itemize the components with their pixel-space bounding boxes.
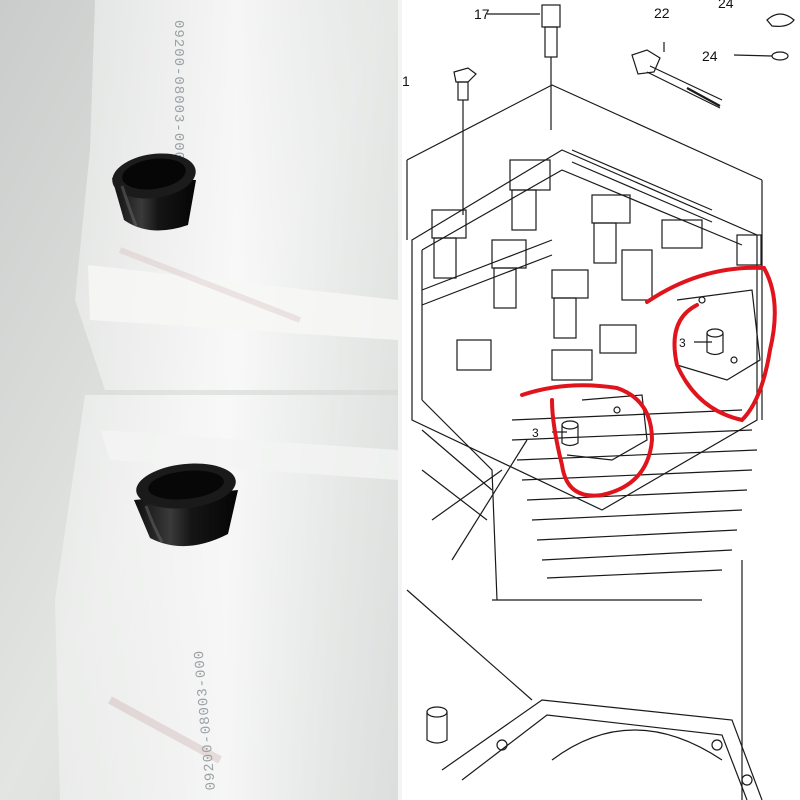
label-part-3-left: 3 [532,426,539,440]
head-bolt [631,49,723,109]
dowel-pin-top [112,153,196,231]
small-bolt [453,67,477,215]
highlight-annotations [520,265,777,498]
bag-top-code: 09200-08003-000 [170,20,186,161]
highlight-circle-left [520,383,655,498]
head-gasket [441,699,763,800]
highlight-circle-right [645,265,777,423]
label-part-3-right: 3 [679,336,686,350]
dowel-pin-location-right [706,328,724,356]
spark-plug [541,4,561,130]
washer [771,51,789,61]
label-part-17: 17 [474,6,490,22]
label-part-22: 22 [654,5,670,21]
dowel-pin-bottom [134,463,238,547]
cylinder-head-diagram: 17 22 24 24 1 3 3 [402,0,795,800]
label-part-24: 24 [702,48,718,64]
bag-top: 09200-08003-000 [75,0,398,390]
photo-scene: 09200-08003-000 09200-08003-000 [0,0,398,800]
bag-bottom: 09200-08003-000 [55,395,398,800]
label-part-1: 1 [402,73,410,89]
loose-dowel-pin [426,706,448,744]
cylinder-head [411,149,762,601]
dowel-pin-location-left [561,420,579,447]
panel-divider [398,0,402,800]
cap-part [766,13,795,27]
diagram-panel: 17 22 24 24 1 3 3 [402,0,800,800]
label-part-24-top: 24 [718,0,734,11]
photo-panel: 09200-08003-000 09200-08003-000 [0,0,398,800]
